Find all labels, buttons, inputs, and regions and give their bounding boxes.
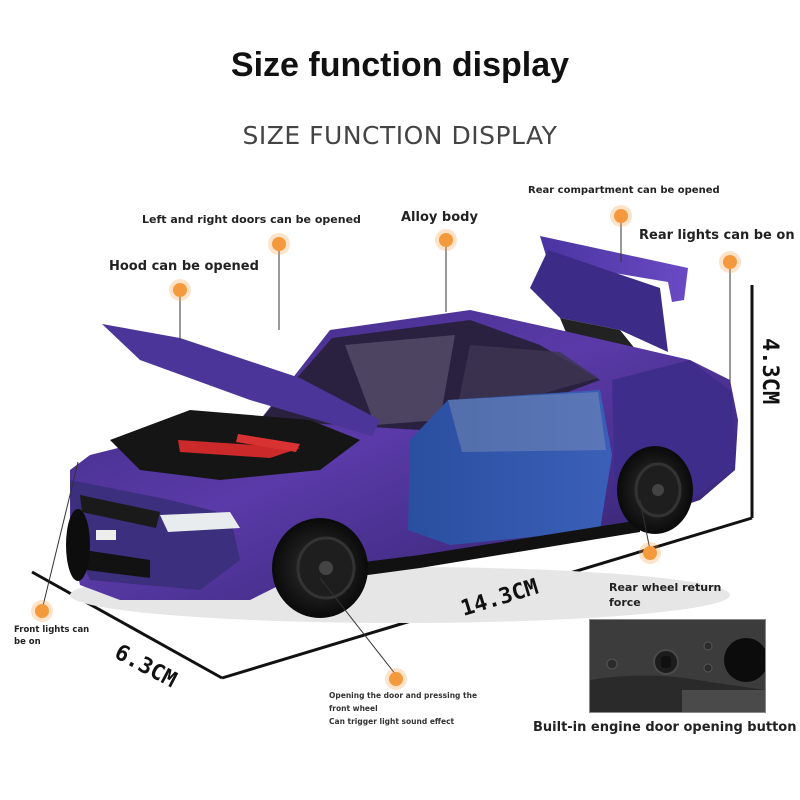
door-sound-label: Opening the door and pressing the front … (329, 689, 477, 728)
front-grille (80, 495, 160, 528)
rear-wheel (617, 446, 693, 534)
hood-label: Hood can be opened (109, 259, 259, 274)
front-lights-label: Front lights can be on (14, 624, 89, 648)
front-wheel (272, 518, 368, 618)
door-sound-line-1: Opening the door and pressing the (329, 691, 478, 700)
engine-button-label: Built-in engine door opening button (533, 720, 797, 735)
rear-compartment-callout-dot (614, 209, 628, 223)
page-subtitle: SIZE FUNCTION DISPLAY (242, 121, 558, 150)
page-title: Size function display (230, 46, 570, 84)
alloy-callout-dot (439, 233, 453, 247)
front-lights-line-1: Front lights can (14, 625, 90, 635)
width-line (31, 570, 223, 680)
right-front-wheel (66, 509, 90, 581)
alloy-label: Alloy body (401, 210, 478, 225)
front-lights-line-2: be on (14, 637, 41, 647)
leader-lines (41, 222, 731, 676)
rear-compartment-label: Rear compartment can be opened (528, 185, 720, 196)
engine-button-inset (589, 619, 766, 713)
rear-wheel-line-1: Rear wheel return (609, 581, 722, 594)
doors-callout-dot (272, 237, 286, 251)
engine-cover (178, 440, 300, 458)
hood-callout-dot (173, 283, 187, 297)
rear-lights-callout-dot (723, 255, 737, 269)
open-door (408, 390, 612, 545)
height-dimension: 4.3CM (757, 338, 782, 405)
door-sound-line-3: Can trigger light sound effect (329, 717, 455, 726)
car-body (70, 310, 738, 600)
rear-lights-label: Rear lights can be on (639, 228, 795, 243)
door-sound-callout-dot (389, 672, 403, 686)
front-lights-callout-dot (35, 604, 49, 618)
rear-wheel-callout-dot (643, 546, 657, 560)
rear-wheel-label: Rear wheel return force (609, 580, 721, 610)
doors-label: Left and right doors can be opened (142, 213, 361, 226)
engine-button-photo (590, 620, 765, 712)
door-sound-line-2: front wheel (329, 704, 378, 713)
headlight (160, 512, 240, 532)
rear-wheel-line-2: force (609, 596, 641, 609)
